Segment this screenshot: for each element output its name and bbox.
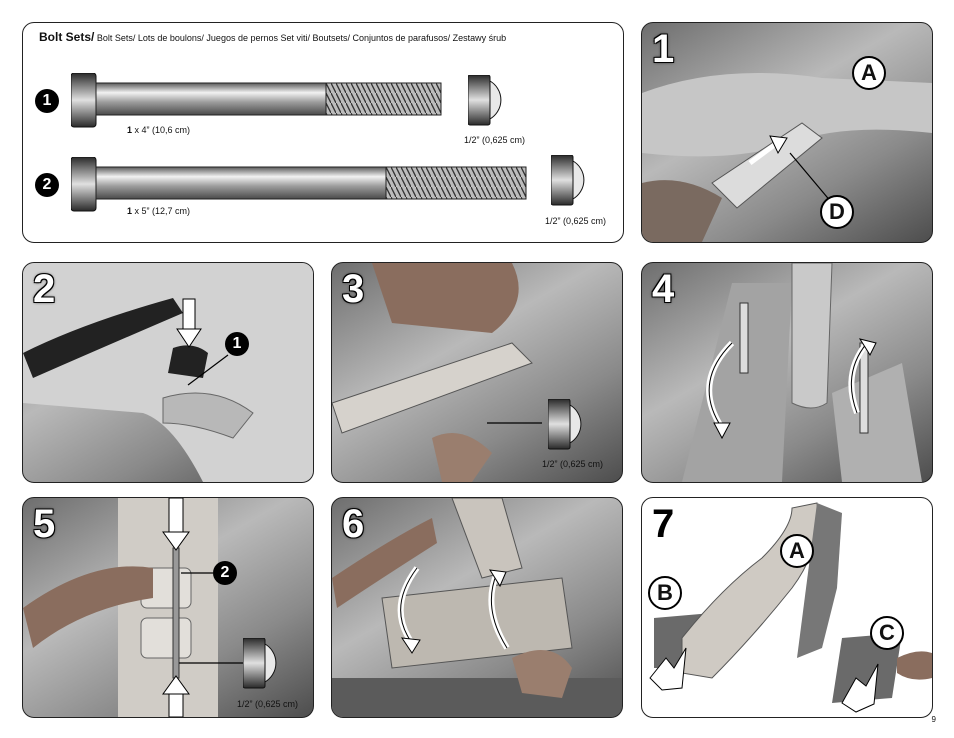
step-5-illustration <box>23 498 243 717</box>
step-6-number: 6 <box>342 502 365 546</box>
step-1-panel: 1 A D <box>641 22 933 243</box>
step-7-number: 7 <box>652 502 675 546</box>
step-5-nut-icon <box>243 638 277 689</box>
bolt-1-size: 1 x 4” (10,6 cm) <box>127 125 191 135</box>
step-5-badge: 2 <box>213 561 237 585</box>
nut-2-size: 1/2” (0,625 cm) <box>545 216 607 226</box>
step-1-illustration <box>642 73 932 242</box>
step-5-number: 5 <box>33 502 56 546</box>
step-4-panel: 4 <box>641 262 933 483</box>
step-3-illustration <box>332 263 542 482</box>
bolt-2-badge: 2 <box>35 173 59 197</box>
bolt-1-badge: 1 <box>35 89 59 113</box>
step-6-panel: 6 <box>331 497 623 718</box>
step-2-panel: 2 1 <box>22 262 314 483</box>
label-C: C <box>870 616 904 650</box>
step-4-number: 4 <box>652 267 675 311</box>
step-5-panel: 5 2 1/2” (0,625 cm) <box>22 497 314 718</box>
page-number: 9 <box>931 715 936 724</box>
bolt-sets-title: Bolt Sets/ <box>39 30 95 44</box>
step-4-illustration <box>682 263 922 482</box>
step-3-nut-icon <box>548 399 582 450</box>
label-A: A <box>780 534 814 568</box>
step-7-panel: 7 A B C <box>641 497 933 718</box>
bolt-sets-heading: Bolt Sets/ Bolt Sets/ Lots de boulons/ J… <box>39 30 506 44</box>
step-2-number: 2 <box>33 267 56 311</box>
bolt-sets-translations: Bolt Sets/ Lots de boulons/ Juegos de pe… <box>96 33 507 43</box>
step-3-number: 3 <box>342 267 365 311</box>
nut-1-icon <box>468 75 502 126</box>
step-5-nut-size: 1/2” (0,625 cm) <box>237 699 299 709</box>
step-2-badge: 1 <box>225 332 249 356</box>
bolt-2-icon <box>71 157 527 212</box>
step-3-nut-size: 1/2” (0,625 cm) <box>542 459 604 469</box>
label-A: A <box>852 56 886 90</box>
step-7-illustration <box>649 502 932 713</box>
bolt-1-icon <box>71 73 442 128</box>
step-2-illustration <box>23 263 313 482</box>
label-D: D <box>820 195 854 229</box>
nut-1-size: 1/2” (0,625 cm) <box>464 135 526 145</box>
hammer-head <box>168 345 208 378</box>
step-3-panel: 3 1/2” (0,625 cm) <box>331 262 623 483</box>
nut-2-icon <box>551 155 585 206</box>
step-1-number: 1 <box>652 27 675 71</box>
step-6-illustration <box>332 498 622 717</box>
bolt-2-size: 1 x 5” (12,7 cm) <box>127 206 191 216</box>
label-B: B <box>648 576 682 610</box>
bolt-sets-panel: Bolt Sets/ Bolt Sets/ Lots de boulons/ J… <box>22 22 624 243</box>
